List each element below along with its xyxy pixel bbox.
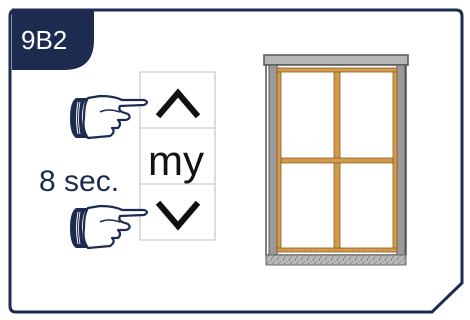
remote-control: my [139,71,216,241]
step-badge: 9B2 [12,10,94,70]
pointing-hand-icon [70,94,149,140]
pointing-hand-icon [70,204,149,250]
window-frame-icon [263,54,409,266]
step-label: 9B2 [21,25,67,55]
chevron-down-icon [155,200,201,231]
my-button[interactable]: my [139,127,216,185]
up-button[interactable] [139,71,216,129]
down-button[interactable] [139,183,216,241]
chevron-up-icon [155,88,201,119]
hold-duration-label: 8 sec. [39,165,119,198]
my-button-label: my [148,137,204,184]
